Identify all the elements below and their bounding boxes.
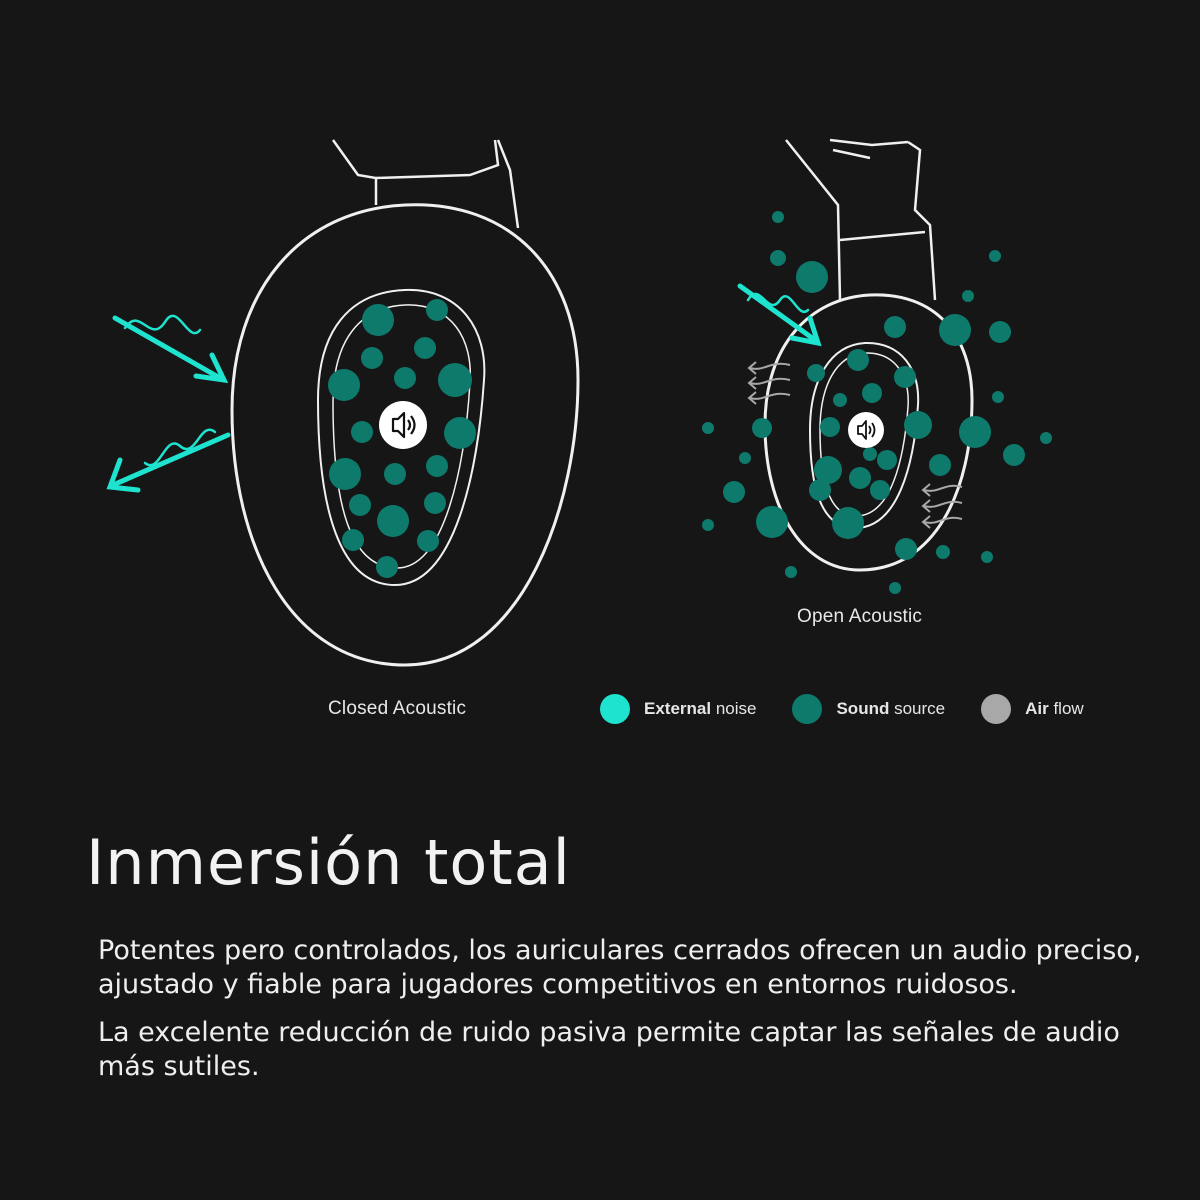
sound-source-dot — [376, 556, 398, 578]
legend-label-rest: source — [889, 699, 946, 718]
legend: External noise Sound source Air flow — [600, 694, 1120, 724]
sound-source-dot — [820, 417, 840, 437]
sound-source-dot — [342, 529, 364, 551]
external-noise-swatch — [600, 694, 630, 724]
closed-external-noise-arrows — [106, 314, 231, 493]
open-acoustic-caption: Open Acoustic — [797, 606, 923, 627]
legend-label-rest: flow — [1048, 699, 1084, 718]
sound-source-dot — [723, 481, 745, 503]
sound-source-dot — [1003, 444, 1025, 466]
speaker-icon — [848, 412, 884, 448]
sound-source-dot — [351, 421, 373, 443]
air-flow-right — [921, 483, 963, 529]
sound-source-dot — [328, 369, 360, 401]
sound-source-dot — [849, 467, 871, 489]
sound-source-dot — [862, 383, 882, 403]
acoustics-diagram — [106, 138, 1052, 667]
closed-earcup-outer — [230, 203, 580, 667]
sound-source-dot — [989, 321, 1011, 343]
sound-source-dot — [752, 418, 772, 438]
sound-source-dot — [959, 416, 991, 448]
sound-source-swatch — [792, 694, 823, 724]
sound-source-dot — [807, 364, 825, 382]
sound-source-dot — [702, 422, 714, 434]
sound-source-dot — [384, 463, 406, 485]
sound-source-dot — [796, 261, 828, 293]
sound-source-dot — [424, 492, 446, 514]
speaker-icon — [379, 401, 427, 449]
sound-source-dot — [417, 530, 439, 552]
sound-source-dot — [770, 250, 786, 266]
legend-label-bold: External — [644, 699, 712, 718]
sound-source-dot — [785, 566, 797, 578]
sound-source-dot — [809, 479, 831, 501]
closed-acoustic-caption: Closed Acoustic — [328, 698, 467, 719]
sound-source-dot — [877, 450, 897, 470]
sound-source-dot — [438, 363, 472, 397]
sound-source-dot — [929, 454, 951, 476]
sound-source-dot — [847, 349, 869, 371]
open-sound-source-dots — [702, 211, 1052, 594]
sound-source-dot — [989, 250, 1001, 262]
sound-source-dot — [414, 337, 436, 359]
legend-item-air-flow: Air flow — [981, 694, 1084, 724]
closed-earcup-inner — [316, 288, 486, 587]
sound-source-dot — [962, 290, 974, 302]
sound-source-dot — [981, 551, 993, 563]
sound-source-dot — [426, 455, 448, 477]
open-earcup-outer — [763, 293, 974, 572]
open-headphone — [763, 138, 974, 572]
sound-source-dot — [361, 347, 383, 369]
sound-source-dot — [814, 456, 842, 484]
sound-source-dot — [426, 299, 448, 321]
sound-source-dot — [394, 367, 416, 389]
paragraph-2: La excelente reducción de ruido pasiva p… — [98, 1017, 1120, 1082]
sound-source-dot — [772, 211, 784, 223]
legend-item-sound-source: Sound source — [792, 694, 945, 724]
sound-source-dot — [992, 391, 1004, 403]
sound-source-dot — [362, 304, 394, 336]
sound-source-dot — [329, 458, 361, 490]
legend-label-rest: noise — [711, 699, 757, 718]
sound-source-dot — [739, 452, 751, 464]
sound-source-dot — [895, 538, 917, 560]
air-flow-swatch — [981, 694, 1012, 724]
sound-source-dot — [889, 582, 901, 594]
paragraph-1: Potentes pero controlados, los auricular… — [98, 935, 1142, 1000]
sound-source-dot — [756, 506, 788, 538]
air-flow-left — [747, 361, 791, 405]
closed-sound-source-dots — [328, 299, 476, 578]
sound-source-dot — [702, 519, 714, 531]
sound-source-dot — [870, 480, 890, 500]
sound-source-dot — [377, 505, 409, 537]
sound-source-dot — [444, 417, 476, 449]
sound-source-dot — [833, 393, 847, 407]
sound-source-dot — [936, 545, 950, 559]
open-external-noise-arrow — [737, 283, 822, 347]
legend-item-external-noise: External noise — [600, 694, 756, 724]
sound-source-dot — [863, 447, 877, 461]
sound-source-dot — [832, 507, 864, 539]
legend-label-bold: Air — [1025, 699, 1049, 718]
sound-source-dot — [894, 366, 916, 388]
sound-source-dot — [904, 411, 932, 439]
sound-source-dot — [939, 314, 971, 346]
headline: Inmersión total — [86, 826, 571, 899]
legend-label-bold: Sound — [836, 699, 890, 718]
sound-source-dot — [1040, 432, 1052, 444]
sound-source-dot — [884, 316, 906, 338]
sound-source-dot — [349, 494, 371, 516]
